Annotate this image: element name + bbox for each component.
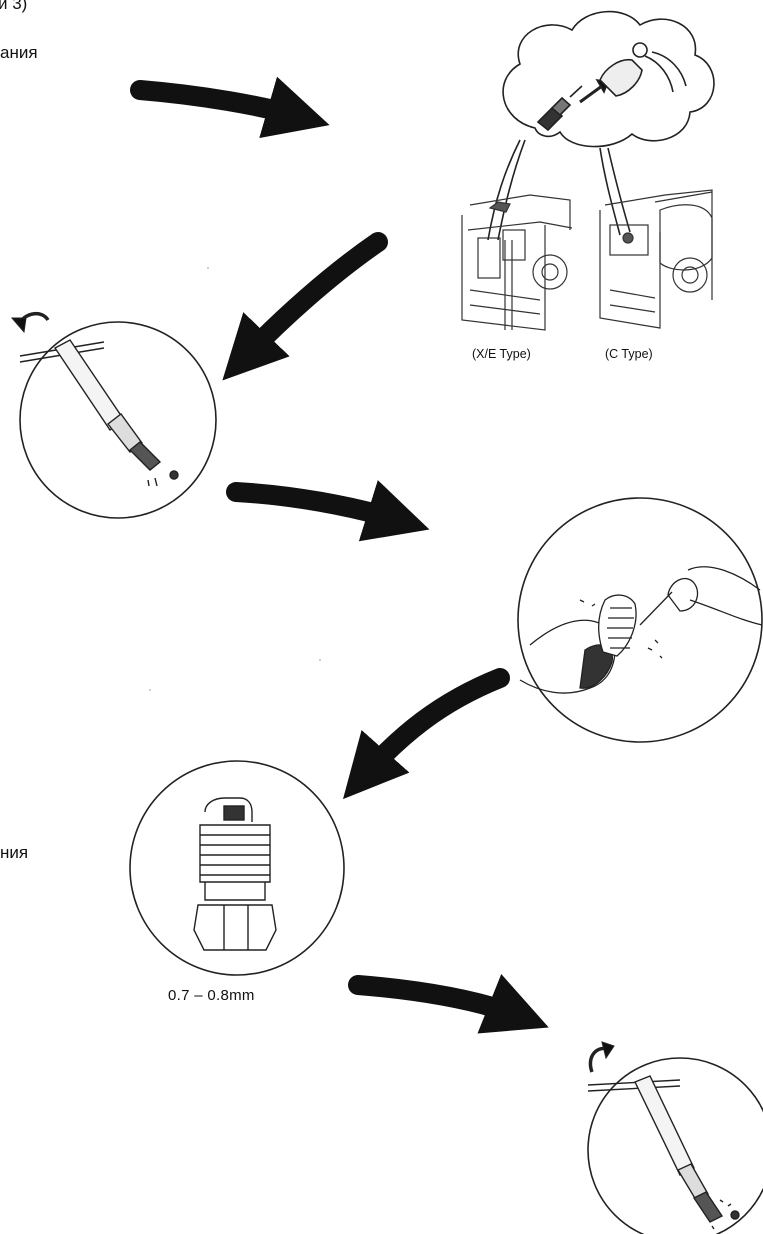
flow-arrow-3 xyxy=(236,492,405,522)
box-wrench-install-icon xyxy=(588,1076,739,1229)
flow-arrow-1 xyxy=(140,90,305,118)
plug-cleaning-circle xyxy=(518,498,762,742)
plug-cap-bubble xyxy=(488,12,714,240)
plug-install-circle xyxy=(588,1042,763,1234)
generator-xe-type xyxy=(462,195,572,330)
spark-plug-closeup-icon xyxy=(194,798,276,950)
plug-cap-icon xyxy=(600,43,686,96)
text-fragment-top: и 3) xyxy=(0,0,27,14)
caption-xe-type: (X/E Type) xyxy=(472,347,531,361)
text-fragment-upper: ания xyxy=(0,43,38,63)
spark-plug-icon xyxy=(538,86,582,130)
caption-c-type: (C Type) xyxy=(605,347,653,361)
flow-arrow-5 xyxy=(358,985,525,1018)
flow-arrows xyxy=(140,90,525,1018)
gap-specification: 0.7 – 0.8mm xyxy=(168,987,255,1004)
text-fragment-lower: ния xyxy=(0,843,28,863)
hands-brush-icon xyxy=(520,567,762,693)
box-wrench-icon xyxy=(20,340,178,486)
flow-arrow-4 xyxy=(360,678,500,780)
generator-c-type xyxy=(600,190,712,328)
flow-arrow-2 xyxy=(240,242,378,362)
plug-removal-circle xyxy=(12,314,216,518)
plug-gap-circle xyxy=(130,761,344,975)
